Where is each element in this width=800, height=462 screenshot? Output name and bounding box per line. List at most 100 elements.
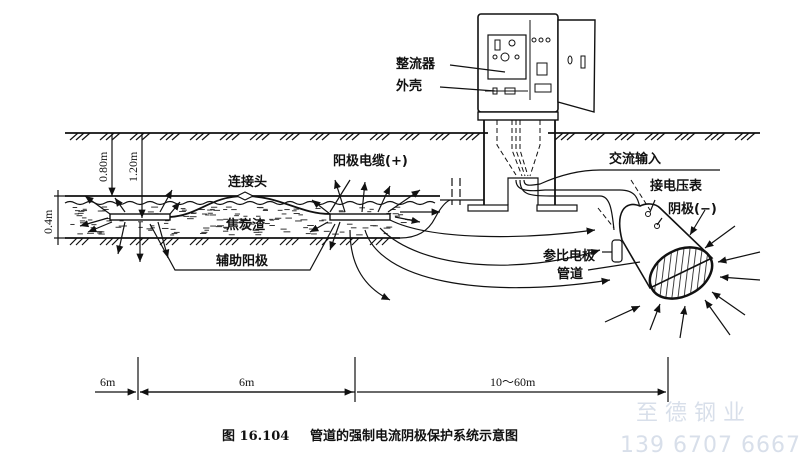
ground-hatch: [369, 132, 379, 141]
ground-hatch: [201, 132, 211, 141]
ground-hatch: [165, 237, 174, 246]
ground-hatch: [231, 132, 241, 141]
watermark-company: 至 德 钢 业: [636, 401, 745, 426]
ground-hatch: [650, 132, 660, 141]
span-2-label: 6m: [239, 375, 255, 389]
current-arrow: [169, 201, 181, 215]
ground-hatch: [99, 132, 109, 141]
current-arrow: [394, 216, 421, 224]
ground-hatch: [249, 237, 258, 246]
ground-hatch: [459, 132, 469, 141]
ground-hatch: [734, 132, 744, 141]
ground-hatch: [716, 132, 726, 141]
watermark-phone: 139 6707 6667: [620, 433, 800, 458]
span-1-label: 6m: [100, 375, 116, 389]
ground-hatch: [69, 237, 78, 246]
ground-hatch: [75, 132, 85, 141]
cathode-label: 阴极(−): [668, 201, 717, 217]
ground-hatch: [219, 132, 229, 141]
wiring: [440, 169, 720, 231]
ground-hatch: [680, 132, 690, 141]
ground-hatch: [351, 237, 360, 246]
pipeline: [597, 179, 714, 300]
connector-label: 连接头: [228, 174, 267, 190]
ground-hatch: [321, 132, 331, 141]
ground-hatch: [189, 237, 198, 246]
anode-2: [329, 213, 391, 221]
ground-hatch: [171, 132, 181, 141]
ground-surface: [65, 132, 760, 141]
ground-hatch: [285, 237, 294, 246]
ground-hatch: [219, 237, 228, 246]
reference-electrode-label: 参比电极: [543, 248, 596, 264]
ground-hatch: [165, 132, 175, 141]
current-arrow: [717, 251, 761, 264]
coke-breeze-label: 焦炭渣: [225, 217, 266, 233]
ground-hatch: [201, 237, 210, 246]
ground-hatch: [231, 237, 240, 246]
ground-hatch: [309, 237, 318, 246]
ground-hatch: [279, 132, 289, 141]
ground-hatch: [261, 132, 271, 141]
ground-hatch: [345, 237, 354, 246]
ground-hatch: [189, 132, 199, 141]
ground-hatch: [584, 132, 594, 141]
ground-hatch: [399, 132, 409, 141]
ground-hatch: [710, 132, 720, 141]
ground-hatch: [129, 132, 139, 141]
current-arrow: [114, 197, 126, 213]
figure-number: 图 16.104: [222, 429, 289, 444]
depth-label-120: 1.20m: [126, 151, 140, 182]
current-arrow: [711, 291, 746, 316]
ground-hatch: [171, 237, 180, 246]
ground-hatch: [141, 132, 151, 141]
current-arrow: [84, 195, 111, 215]
ground-hatch: [441, 132, 451, 141]
current-arrow: [159, 189, 173, 213]
ground-hatch: [111, 237, 120, 246]
current-arrow: [79, 217, 109, 228]
ground-hatch: [135, 132, 145, 141]
figure-title: 管道的强制电流阴极保护系统示意图: [310, 428, 518, 444]
ground-hatch: [590, 132, 600, 141]
auxiliary-anode-label: 辅助阳极: [216, 253, 269, 269]
ground-hatch: [159, 132, 169, 141]
current-paths: [349, 208, 611, 301]
ground-hatch: [105, 237, 114, 246]
auxiliary-anode-bracket: [149, 223, 336, 271]
ac-input-label: 交流输入: [609, 151, 661, 167]
ground-hatch: [69, 132, 79, 141]
current-arrow: [329, 221, 341, 251]
current-arrow: [87, 221, 113, 233]
depth-label-080: 0.80m: [96, 151, 110, 182]
ground-hatch: [405, 132, 415, 141]
ground-hatch: [75, 237, 84, 246]
anode-cable-label: 阳极电缆(+): [333, 153, 408, 169]
ground-hatch: [746, 132, 756, 141]
ground-hatch: [375, 132, 385, 141]
ground-hatch: [381, 132, 391, 141]
ground-hatch: [81, 132, 91, 141]
connector-icon: [235, 191, 255, 201]
ground-hatch: [435, 132, 445, 141]
break-mark: [451, 178, 461, 205]
ground-hatch: [129, 237, 138, 246]
ground-hatch: [309, 132, 319, 141]
ground-hatch: [291, 237, 300, 246]
ground-hatch: [644, 132, 654, 141]
ground-hatch: [261, 237, 270, 246]
voltmeter-label: 接电压表: [650, 178, 703, 194]
current-arrow: [689, 209, 706, 236]
ground-hatch: [255, 132, 265, 141]
span-dimensions: [95, 357, 669, 402]
ground-hatch: [471, 132, 481, 141]
ground-hatch: [620, 132, 630, 141]
current-arrow: [704, 299, 731, 336]
bed-thickness-label: 0.4m: [41, 209, 55, 234]
pipeline-label: 管道: [557, 266, 583, 282]
current-arrow: [719, 274, 761, 282]
ground-hatch: [249, 132, 259, 141]
reference-electrode: [611, 239, 623, 263]
housing-label: 外壳: [395, 78, 422, 94]
